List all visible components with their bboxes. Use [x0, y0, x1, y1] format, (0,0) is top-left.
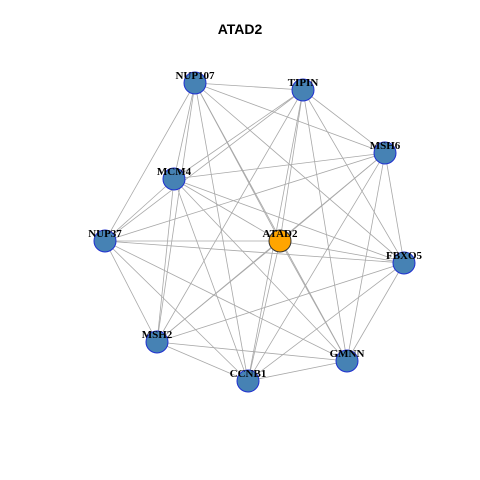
edge-tipin-atad2 — [279, 89, 304, 242]
edge-nup107-msh6 — [194, 82, 386, 154]
edge-tipin-mcm4 — [173, 89, 304, 180]
edge-nup107-gmnn — [194, 82, 348, 362]
edge-msh6-fbxo5 — [384, 152, 405, 264]
edge-nup107-nup37 — [104, 82, 196, 242]
node-circle — [392, 251, 416, 275]
node-label: NUP37 — [88, 228, 122, 240]
edge-tipin-nup37 — [104, 89, 304, 242]
edge-nup37-ccnb1 — [104, 240, 249, 382]
edge-nup107-mcm4 — [173, 82, 196, 180]
node-msh6: MSH6 — [370, 140, 401, 165]
edge-msh6-gmnn — [346, 152, 386, 362]
node-circle — [268, 229, 292, 253]
node-circle — [291, 78, 315, 102]
edge-msh2-gmnn — [156, 341, 348, 362]
node-label: FBXO5 — [386, 250, 423, 262]
edge-mcm4-fbxo5 — [173, 178, 405, 264]
node-label: MSH6 — [370, 140, 401, 152]
edge-nup107-tipin — [194, 82, 304, 91]
edge-tipin-msh6 — [302, 89, 386, 154]
node-ccnb1: CCNB1 — [230, 368, 267, 393]
edge-mcm4-msh2 — [156, 178, 175, 343]
edge-nup107-ccnb1 — [194, 82, 249, 382]
edge-msh6-mcm4 — [173, 152, 386, 180]
edge-fbxo5-msh2 — [156, 262, 405, 343]
node-circle — [335, 349, 359, 373]
edge-atad2-fbxo5 — [279, 240, 405, 264]
edge-mcm4-ccnb1 — [173, 178, 249, 382]
edge-msh2-ccnb1 — [156, 341, 249, 382]
node-label: MSH2 — [142, 329, 173, 341]
node-label: TIPIN — [288, 77, 319, 89]
node-label: GMNN — [330, 348, 365, 360]
edge-atad2-msh2 — [156, 240, 281, 343]
node-nup37: NUP37 — [88, 228, 122, 253]
edge-layer — [104, 82, 405, 382]
edge-nup37-msh2 — [104, 240, 158, 343]
node-label: NUP107 — [175, 70, 215, 82]
node-circle — [145, 330, 169, 354]
edge-nup107-fbxo5 — [194, 82, 405, 264]
node-msh2: MSH2 — [142, 329, 173, 354]
node-gmnn: GMNN — [330, 348, 365, 373]
edge-nup107-msh2 — [156, 82, 196, 343]
edge-tipin-msh2 — [156, 89, 304, 343]
edge-gmnn-ccnb1 — [247, 360, 348, 382]
node-circle — [162, 167, 186, 191]
edge-tipin-gmnn — [302, 89, 348, 362]
edge-fbxo5-gmnn — [346, 262, 405, 362]
edge-nup37-gmnn — [104, 240, 348, 362]
node-circle — [236, 369, 260, 393]
node-mcm4: MCM4 — [157, 166, 192, 191]
figure-title: ATAD2 — [217, 21, 263, 37]
node-atad2: ATAD2 — [262, 228, 298, 253]
edge-msh6-nup37 — [104, 152, 386, 242]
node-circle — [93, 229, 117, 253]
edge-atad2-ccnb1 — [247, 240, 281, 382]
node-label: ATAD2 — [262, 228, 298, 240]
edge-mcm4-atad2 — [173, 178, 281, 242]
node-circle — [183, 71, 207, 95]
node-nup107: NUP107 — [175, 70, 215, 95]
node-circle — [373, 141, 397, 165]
edge-mcm4-nup37 — [104, 178, 175, 242]
edge-atad2-gmnn — [279, 240, 348, 362]
node-label: CCNB1 — [230, 368, 267, 380]
edge-tipin-fbxo5 — [302, 89, 405, 264]
node-fbxo5: FBXO5 — [386, 250, 423, 275]
node-label: MCM4 — [157, 166, 192, 178]
edge-msh6-ccnb1 — [247, 152, 386, 382]
edge-fbxo5-ccnb1 — [247, 262, 405, 382]
edge-mcm4-gmnn — [173, 178, 348, 362]
node-tipin: TIPIN — [288, 77, 319, 102]
edge-nup37-fbxo5 — [104, 240, 405, 264]
